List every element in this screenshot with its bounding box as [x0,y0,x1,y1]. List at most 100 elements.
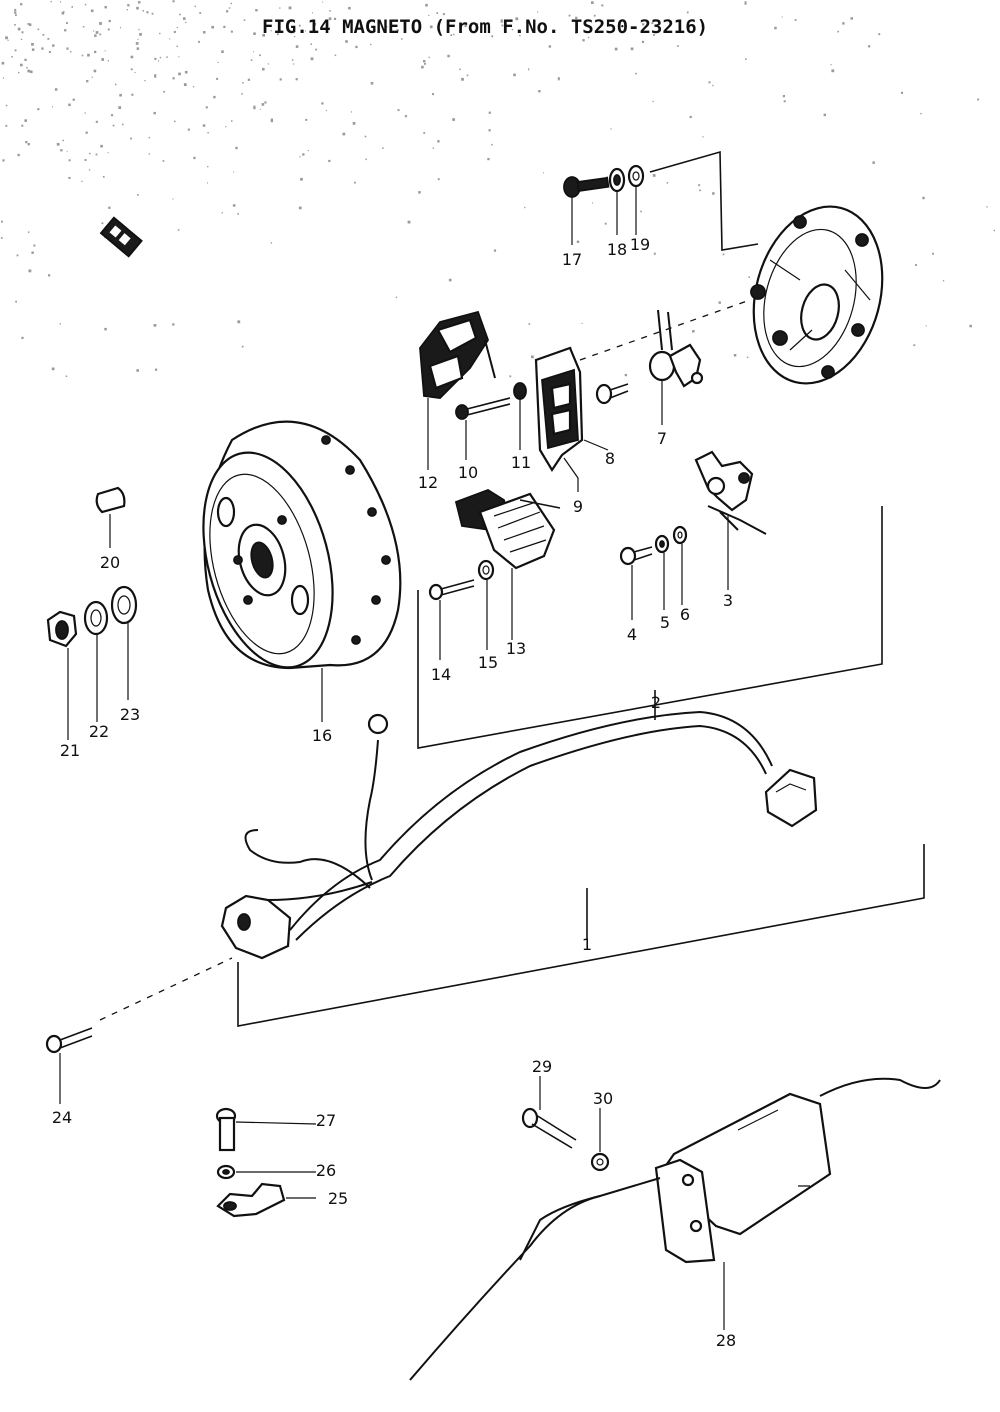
noise-speck [25,141,28,144]
noise-speck [1,61,5,65]
noise-speck [114,83,117,86]
part-3-contact-point [694,450,767,535]
noise-speck [607,24,611,27]
noise-speck [686,11,689,14]
noise-speck [235,146,238,150]
label-27: 27 [316,1111,336,1130]
stator-base-plate [750,205,884,385]
noise-speck [14,49,17,52]
noise-speck [298,206,302,210]
noise-speck [692,330,695,333]
noise-speck [71,6,73,8]
part-1-harness [220,710,818,960]
noise-speck [112,124,115,127]
noise-speck [70,51,72,53]
part-11-washer [513,382,527,400]
noise-speck [81,54,84,57]
noise-speck [354,181,356,184]
axis-dashline-upper [579,299,751,361]
noise-speck [487,157,490,161]
noise-speck [104,6,107,9]
noise-speck [842,22,845,25]
label-16: 16 [312,726,332,745]
noise-speck [386,26,388,28]
noise-speck [288,6,292,10]
noise-speck [24,119,27,122]
noise-speck [221,212,223,214]
noise-speck [423,60,426,63]
noise-speck [18,71,20,74]
noise-speck [95,120,98,123]
noise-speck [146,11,149,14]
noise-speck [138,1,141,4]
noise-speck [774,26,777,30]
noise-speck [148,153,150,155]
noise-speck [653,34,655,36]
noise-speck [424,62,426,65]
noise-speck [501,24,504,27]
noise-speck [591,1,594,4]
noise-speck [15,300,17,303]
noise-speck [144,80,146,82]
noise-speck [557,78,560,81]
noise-speck [37,28,40,31]
noise-speck [159,56,162,59]
connector-line-17 [649,150,759,251]
noise-speck [48,274,51,277]
noise-speck [122,123,124,126]
noise-speck [329,10,331,12]
part-18-lock-washer [608,167,626,193]
noise-speck [232,204,236,207]
part-26-lock-washer [216,1164,236,1180]
noise-speck [65,375,68,377]
noise-speck [169,38,171,40]
noise-speck [310,57,314,61]
noise-speck [395,296,398,298]
part-9-coil-upper [534,346,584,473]
label-13: 13 [506,639,526,658]
label-6: 6 [680,605,690,624]
noise-speck [279,78,282,81]
noise-speck [575,16,578,19]
noise-speck [604,222,607,225]
label-5: 5 [660,613,670,632]
label-8: 8 [605,449,615,468]
noise-speck [127,4,130,7]
noise-speck [139,33,142,36]
noise-speck [82,26,85,28]
noise-speck [151,12,154,15]
noise-speck [137,38,139,40]
noise-speck [557,77,560,79]
noise-speck [397,109,400,112]
noise-speck [52,44,55,47]
noise-speck [136,369,139,372]
noise-speck [202,124,206,127]
noise-speck [299,156,301,158]
noise-speck [396,29,399,32]
noise-speck [107,28,110,31]
noise-speck [173,30,176,33]
noise-speck [932,252,934,255]
noise-speck [267,63,269,65]
noise-speck [702,136,704,138]
noise-speck [781,16,783,18]
part-28-ignition-coil [409,1077,941,1381]
noise-speck [878,33,881,36]
noise-speck [651,22,654,25]
noise-speck [148,136,151,139]
noise-speck [830,64,832,66]
noise-speck [782,95,785,98]
part-20-key [95,486,126,514]
noise-speck [126,9,128,11]
noise-speck [872,161,875,164]
noise-speck [84,3,87,6]
noise-speck [352,122,356,125]
part-23-washer [110,585,138,625]
part-4-screw [619,546,653,566]
noise-speck [2,159,5,162]
noise-speck [488,129,491,132]
noise-speck [66,22,68,24]
noise-speck [418,191,421,194]
noise-speck [259,54,261,57]
part-22-lock-washer [83,600,109,636]
